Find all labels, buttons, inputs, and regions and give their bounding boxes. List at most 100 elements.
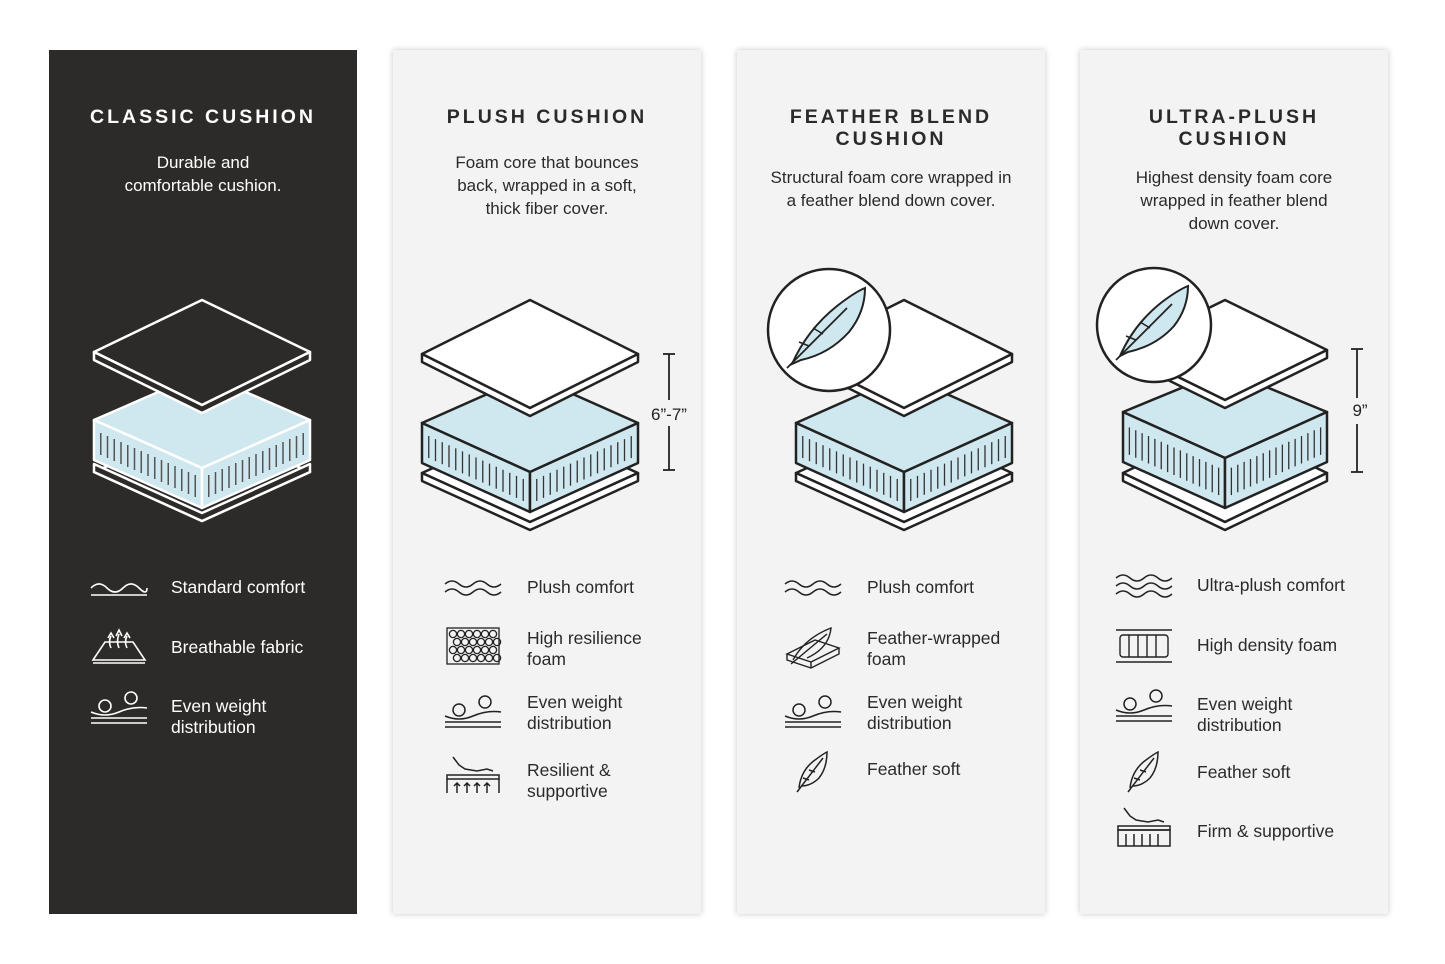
foam-cell [464,645,474,655]
feature-label-line: Resilient & [527,760,611,780]
foam-cell [448,629,458,639]
feather-icon [796,750,828,793]
card-description: Foam core that bounces back, wrapped in … [403,151,691,220]
foam-cell [476,653,486,663]
card-title: PLUSH CUSHION [403,106,691,128]
weight-distribution-icon [444,695,502,728]
foam-cell [460,653,470,663]
description-line: Durable and [156,153,250,172]
feature-label-line: Even weight [527,692,623,712]
foam-cell [484,653,494,663]
feature-label-line: Ultra-plush comfort [1197,575,1345,595]
resilient-support-icon [446,756,500,793]
feature-label-line: Feather soft [1197,762,1291,782]
feather-icon [1127,750,1159,793]
card-title-line: CUSHION [1178,128,1290,150]
foam-cell [472,645,482,655]
card-title-line: CUSHION [835,128,947,150]
feature-label: High density foam [1197,635,1337,656]
card-title-text: CLASSIC CUSHION [90,106,316,128]
feature-label: Firm & supportive [1197,821,1334,842]
card-title-line: ULTRA-PLUSH [1148,106,1320,128]
feature-label: High resilience foam [527,628,642,670]
bottom-layer-edge [92,462,312,523]
foam-cell [484,637,494,647]
plush-cushion-card: PLUSH CUSHION Foam core that bounces bac… [393,50,701,914]
foam-cell [464,629,474,639]
feature-label: Resilient & supportive [527,760,611,802]
feature-label: Standard comfort [171,577,305,598]
top-layer [92,298,312,407]
cushion-layers-illustration: 9” [1095,266,1372,532]
feature-label-line: distribution [867,713,952,733]
description-line: down cover. [1188,214,1280,233]
description-line: thick fiber cover. [485,199,609,218]
feature-label-line: High density foam [1197,635,1338,655]
description-line: wrapped in feather blend [1140,191,1328,210]
top-layer-edge [92,350,312,415]
feature-label: Breathable fabric [171,637,303,658]
feature-label-line: High resilience [527,628,642,648]
foam-cell [468,637,478,647]
foam-cell [472,629,482,639]
feather-blend-cushion-card: FEATHER BLEND CUSHION Structural foam co… [737,50,1045,914]
feature-label: Feather soft [867,759,960,780]
classic-cushion-card: CLASSIC CUSHION Durable and comfortable … [49,50,357,914]
feature-label: Feather soft [1197,762,1290,783]
description-line: a feather blend down cover. [786,191,996,210]
feature-label: Feather-wrapped foam [867,628,1000,670]
card-description: Structural foam core wrapped in a feathe… [747,166,1035,212]
cushion-layers-illustration [766,267,1014,532]
description-line: Structural foam core wrapped in [770,168,1012,187]
foam-cell [452,653,462,663]
description-line: comfortable cushion. [124,176,282,195]
ultra-plush-cushion-card: ULTRA-PLUSH CUSHION Highest density foam… [1080,50,1388,914]
foam-cell [488,629,498,639]
feature-label: Even weight distribution [171,696,266,738]
double-wave-icon [784,580,842,596]
double-wave-icon [444,580,502,596]
feature-label-line: Feather soft [867,759,961,779]
foam-cell [492,637,502,647]
feature-label-line: Even weight [1197,694,1293,714]
feature-label: Plush comfort [527,577,634,598]
foam-cell [480,629,490,639]
card-description: Highest density foam core wrapped in fea… [1090,166,1378,235]
foam-stripes [100,433,304,497]
card-title: ULTRA-PLUSH CUSHION [1090,106,1378,150]
feature-label: Plush comfort [867,577,974,598]
foam-cell [480,645,490,655]
card-title-line: FEATHER BLEND [789,106,993,128]
triple-wave-icon [1115,574,1173,598]
feature-label-line: Firm & supportive [1197,821,1335,841]
feature-label: Even weight distribution [527,692,622,734]
foam-cell [468,653,478,663]
card-title-text: PLUSH CUSHION [446,106,648,128]
cushion-layers-illustration [92,298,312,523]
foam-cell [452,637,462,647]
feature-label-line: distribution [1197,715,1282,735]
weight-distribution-icon [784,695,842,728]
resilience-foam-icon [446,627,502,665]
feature-label-line: foam [867,649,906,669]
foam-cell [476,637,486,647]
description-line: Highest density foam core [1135,168,1333,187]
foam-cell [448,645,458,655]
card-title: FEATHER BLEND CUSHION [747,106,1035,150]
feature-label-line: foam [527,649,566,669]
density-foam-icon [1116,629,1172,663]
wave-icon [90,583,148,596]
foam-cell [456,645,466,655]
feature-label-line: Breathable fabric [171,637,304,657]
breathable-fabric-icon [91,628,147,664]
foam-cell [492,653,502,663]
firm-support-icon [1117,807,1171,847]
description-line: back, wrapped in a soft, [457,176,637,195]
feature-label: Ultra-plush comfort [1197,575,1345,596]
feather-badge [1095,266,1213,384]
feature-label-line: Even weight [867,692,963,712]
feature-label-line: distribution [527,713,612,733]
dimension-label: 9” [1352,401,1367,420]
feature-label-line: Plush comfort [527,577,634,597]
feature-label-line: Standard comfort [171,577,306,597]
